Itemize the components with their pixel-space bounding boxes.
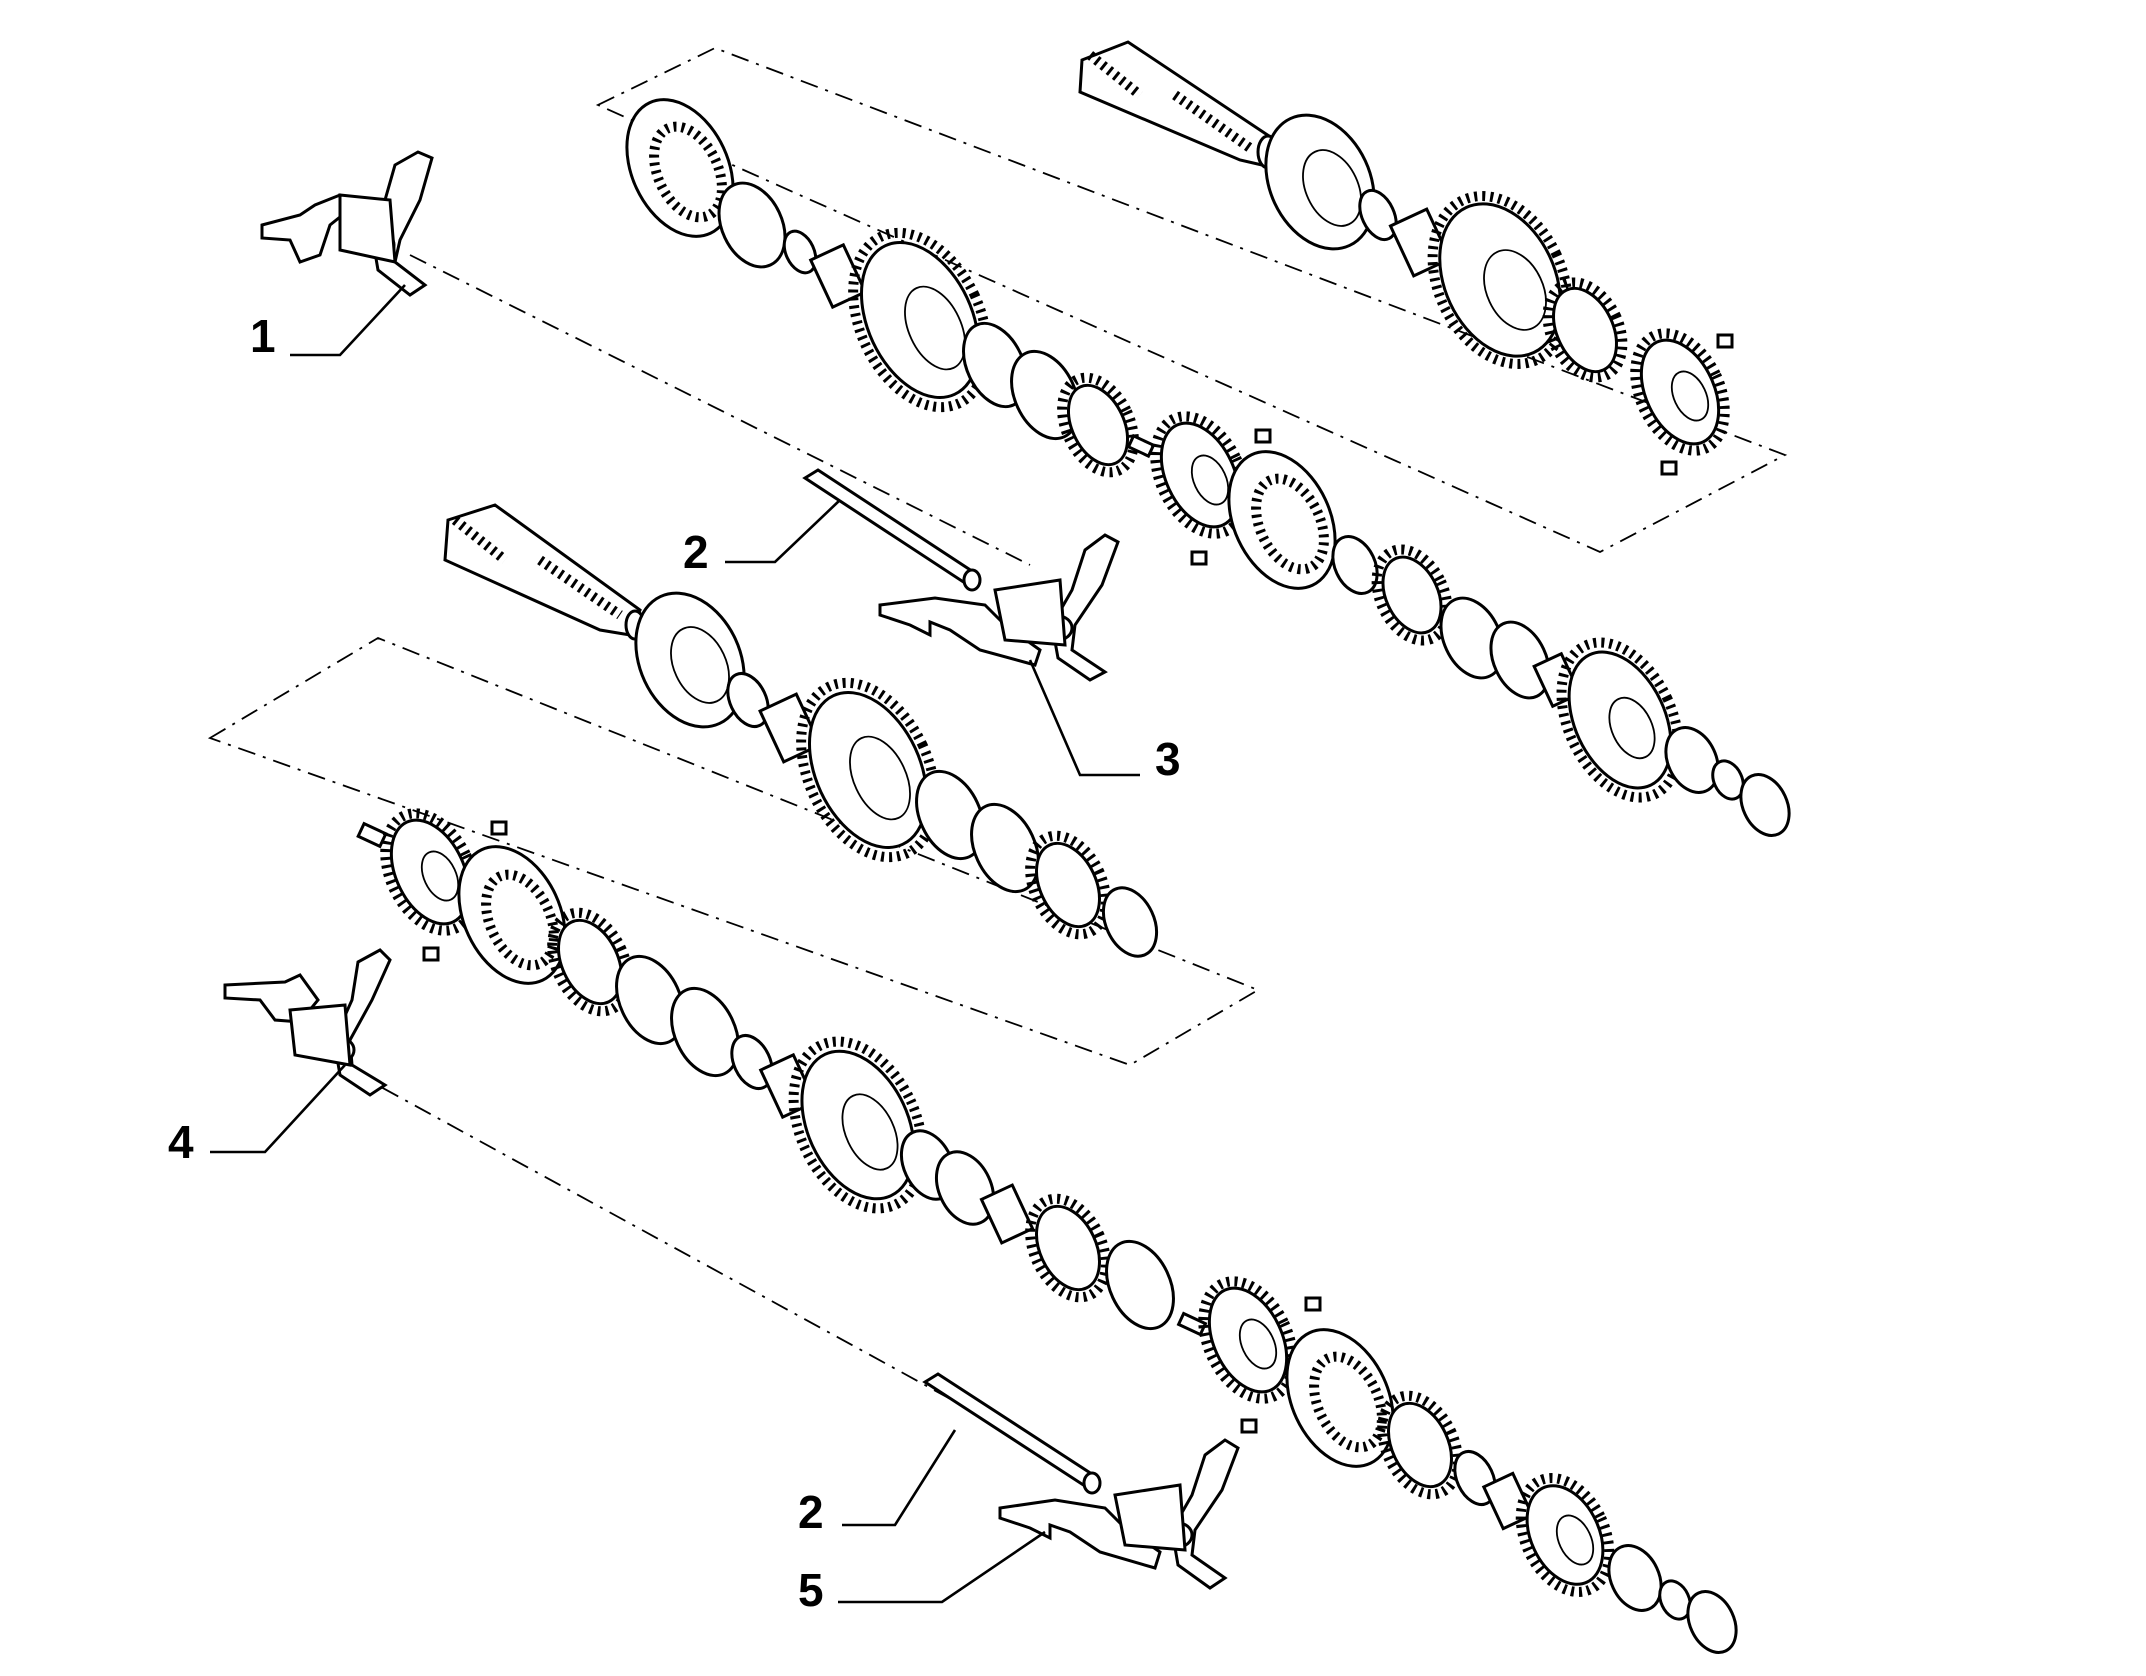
middle-shaft-icon — [443, 503, 646, 641]
upper-snap-ring-3 — [1331, 535, 1379, 595]
upper-gear-3 — [1556, 637, 1684, 803]
lower-synchro-ring-5 — [934, 1150, 996, 1226]
upper-key-1 — [1716, 333, 1734, 349]
callout-4: 4 — [168, 1116, 194, 1168]
lower-synchro-ring-2 — [615, 954, 685, 1046]
upper-synchro-ring-4 — [1371, 544, 1453, 646]
lower-snap-ring-3 — [1658, 1579, 1692, 1621]
callout-5: 5 — [798, 1564, 824, 1616]
lower-synchro-ring-7 — [1377, 1390, 1463, 1500]
upper-sleeve-1 — [625, 98, 735, 238]
lower-gear-1 — [788, 1036, 928, 1214]
lower-snap-ring-4 — [1686, 1590, 1738, 1654]
callout-3: 3 — [1155, 733, 1181, 785]
upper-key-3 — [1126, 433, 1156, 459]
fork1-axis-line — [409, 254, 1031, 566]
middle-needle-bearing-1 — [758, 692, 822, 764]
lower-key-6 — [1240, 1418, 1258, 1434]
lower-key-4 — [1176, 1311, 1208, 1337]
lower-sleeve-1 — [457, 845, 567, 985]
upper-synchro-cone — [1057, 372, 1139, 478]
upper-sleeve-2 — [1227, 450, 1337, 590]
lower-bearing-race — [1607, 1544, 1663, 1612]
lower-synchro-ring-1 — [547, 907, 633, 1017]
upper-ring-1 — [717, 181, 787, 269]
upper-bearing-icon — [1264, 113, 1376, 251]
callout-2a: 2 — [683, 526, 709, 578]
upper-snap-ring-2 — [782, 229, 818, 275]
upper-left-assembly — [625, 98, 1791, 837]
upper-snap-ring-4 — [1711, 759, 1745, 801]
middle-shaft-assembly — [443, 503, 1159, 958]
upper-needle-bearing-1 — [1388, 207, 1452, 278]
leader-2a — [725, 499, 841, 564]
lower-synchro-hub-1 — [380, 808, 480, 936]
upper-snap-ring-5 — [1739, 773, 1791, 837]
middle-snap-ring-1 — [726, 672, 770, 728]
lower-gear-2 — [1515, 1473, 1615, 1597]
upper-synchro-ring-6 — [1489, 620, 1551, 700]
upper-snap-ring-1 — [1358, 188, 1398, 242]
middle-bearing-icon — [634, 591, 746, 729]
lower-key-5 — [1304, 1296, 1322, 1312]
callout-1: 1 — [250, 310, 276, 362]
callout-2b: 2 — [798, 1486, 824, 1538]
lower-key-3 — [422, 946, 440, 962]
shift-rail-2 — [922, 1372, 1102, 1495]
upper-synchro-ring-1 — [1542, 277, 1628, 383]
lower-key-2 — [490, 820, 508, 836]
lower-synchro-hub-2 — [1198, 1276, 1298, 1404]
upper-bearing-race — [1664, 726, 1720, 794]
shift-fork-3 — [878, 533, 1120, 682]
leader-1 — [290, 284, 406, 357]
lower-key-1 — [356, 821, 388, 849]
lower-synchro-ring-6 — [1105, 1239, 1175, 1331]
lower-needle-bearing-2 — [979, 1183, 1035, 1245]
upper-gear-2 — [848, 227, 992, 413]
lower-shaft-assembly — [356, 808, 1738, 1654]
leader-5 — [838, 1530, 1046, 1604]
leader-2b — [842, 1429, 957, 1527]
middle-gear-1 — [796, 677, 940, 863]
leader-4 — [210, 1064, 346, 1154]
lower-synchro-cone-1 — [1025, 1193, 1111, 1303]
middle-synchro-cone — [1025, 830, 1111, 940]
upper-assembly-boundary — [595, 47, 1788, 553]
middle-lock-washer — [1101, 886, 1159, 958]
shift-fork-4 — [223, 948, 392, 1097]
upper-shaft-icon — [1078, 40, 1280, 170]
lower-sleeve-2 — [1285, 1328, 1395, 1468]
upper-gear-1 — [1427, 191, 1573, 369]
shift-fork-5 — [998, 1438, 1240, 1590]
upper-key-5 — [1190, 550, 1208, 566]
upper-key-4 — [1254, 428, 1272, 444]
shift-rail-1 — [802, 468, 982, 592]
lower-assembly-boundary — [207, 636, 1261, 1066]
upper-shaft-assembly — [1078, 40, 1734, 476]
leader-3 — [1028, 659, 1140, 777]
upper-synchro-hub-1 — [1630, 328, 1730, 456]
shift-fork-1 — [260, 150, 434, 297]
lower-synchro-ring-3 — [670, 986, 740, 1078]
upper-key-2 — [1660, 460, 1678, 476]
middle-synchro-ring-1 — [915, 769, 985, 861]
middle-synchro-ring-2 — [970, 802, 1040, 894]
upper-synchro-hub-2 — [1150, 411, 1250, 539]
